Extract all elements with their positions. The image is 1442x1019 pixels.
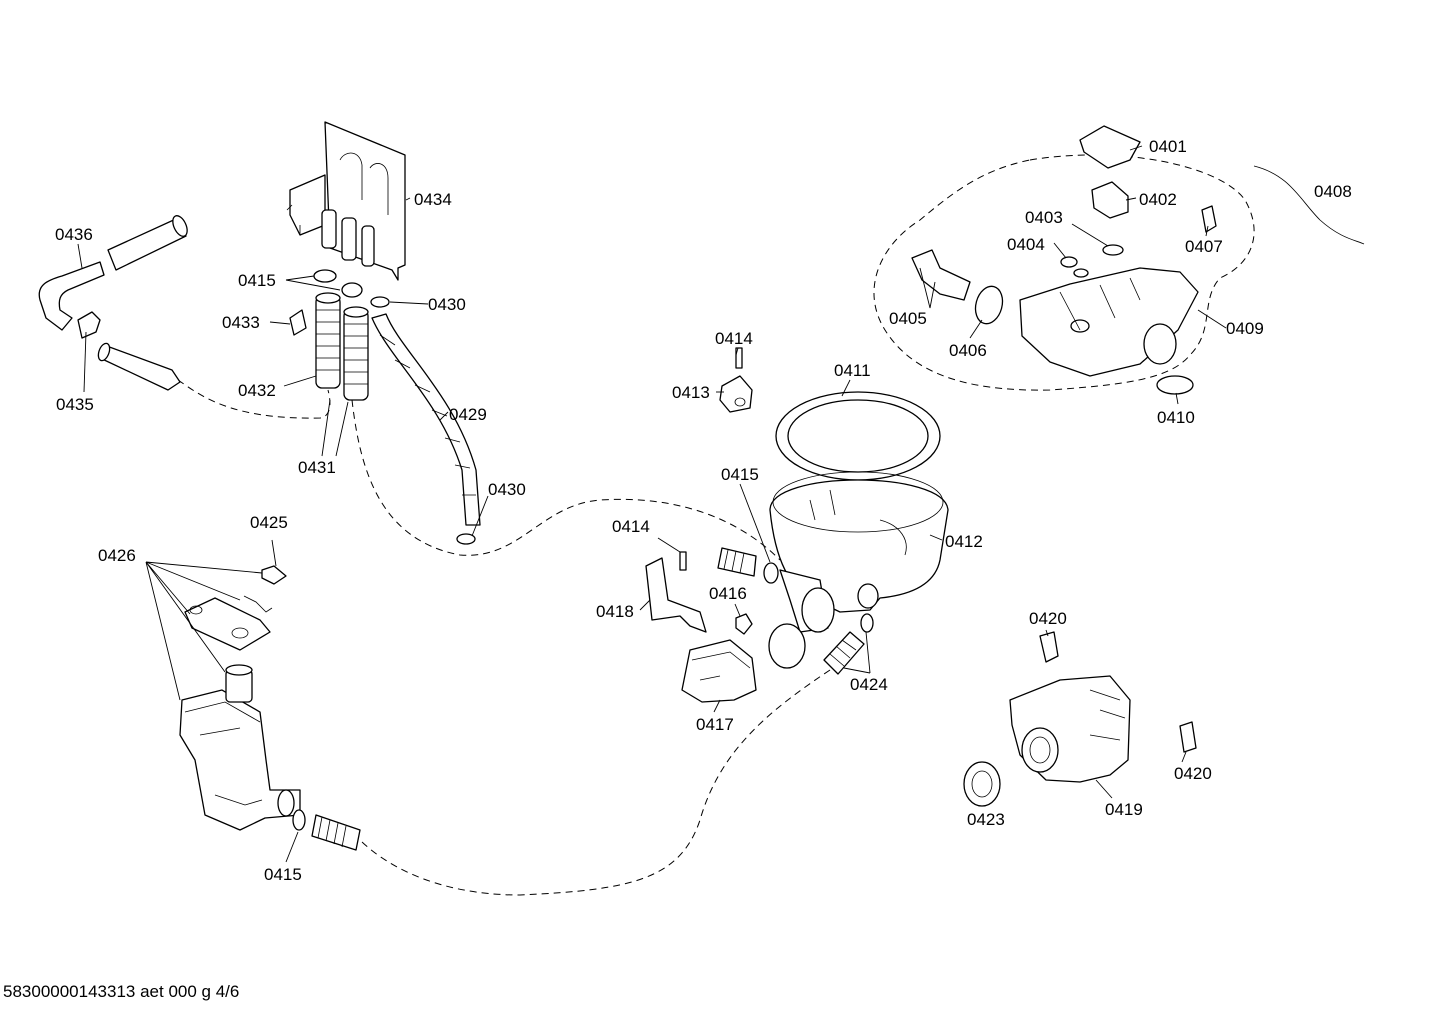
label-0425: 0425 xyxy=(250,513,288,532)
part-0417-sensor xyxy=(681,639,757,703)
label-0403: 0403 xyxy=(1025,208,1063,227)
label-0426: 0426 xyxy=(98,546,136,565)
label-0407: 0407 xyxy=(1185,237,1223,256)
label-0419: 0419 xyxy=(1105,800,1143,819)
part-drain-corrugated-hose xyxy=(311,814,361,851)
label-0418: 0418 xyxy=(596,602,634,621)
dashed-route-hose-0431 xyxy=(351,399,781,561)
part-0429-hose xyxy=(371,313,481,526)
leader-lines xyxy=(77,145,1227,863)
dashed-route-sump-to-drain xyxy=(359,669,831,896)
label-0410: 0410 xyxy=(1157,408,1195,427)
part-0430-clamps xyxy=(370,296,476,545)
label-0402: 0402 xyxy=(1139,190,1177,209)
label-0416: 0416 xyxy=(709,584,747,603)
part-0403-ring xyxy=(1102,244,1124,256)
part-0415-seal-rings-top xyxy=(313,269,363,298)
label-0401: 0401 xyxy=(1149,137,1187,156)
label-0434: 0434 xyxy=(414,190,452,209)
label-0405: 0405 xyxy=(889,309,927,328)
label-0436: 0436 xyxy=(55,225,93,244)
part-0408-wire xyxy=(1253,165,1365,245)
label-0415-sump: 0415 xyxy=(721,465,759,484)
part-0424-inlet xyxy=(768,613,874,675)
part-0414-screw-mid xyxy=(679,551,687,571)
part-0413-bracket xyxy=(719,375,753,413)
label-0431: 0431 xyxy=(298,458,336,477)
label-0404: 0404 xyxy=(1007,235,1045,254)
part-0431-hose xyxy=(343,306,369,401)
part-0415-sump-inlet xyxy=(717,547,779,584)
part-0434-housing xyxy=(286,121,406,281)
label-0414-mid: 0414 xyxy=(612,517,650,536)
part-0411-sump-seal xyxy=(775,391,941,481)
label-0430-bottom: 0430 xyxy=(488,480,526,499)
label-0409: 0409 xyxy=(1226,319,1264,338)
part-0436-hose-straight xyxy=(97,342,181,391)
label-0420-top: 0420 xyxy=(1029,609,1067,628)
part-0423-seal xyxy=(963,761,1001,807)
part-0415-drain-ring xyxy=(292,809,306,831)
label-0433: 0433 xyxy=(222,313,260,332)
part-0402-sensor xyxy=(1091,181,1129,219)
part-0401-cover xyxy=(1079,125,1141,169)
part-0412-sump xyxy=(769,471,949,633)
label-0406: 0406 xyxy=(949,341,987,360)
part-labels: 0401 0402 0403 0404 0405 0406 0407 0408 … xyxy=(55,137,1352,884)
part-0404-ring xyxy=(1060,256,1089,278)
part-0418-bracket xyxy=(645,557,707,633)
label-0415-bottom: 0415 xyxy=(264,865,302,884)
label-0423: 0423 xyxy=(967,810,1005,829)
part-0409-heater-housing xyxy=(1019,267,1199,377)
label-0414-top: 0414 xyxy=(715,329,753,348)
part-0414-screw-top xyxy=(735,347,743,369)
label-0429: 0429 xyxy=(449,405,487,424)
label-0411: 0411 xyxy=(834,361,871,380)
label-0408: 0408 xyxy=(1314,182,1352,201)
part-0420-clip-top xyxy=(1039,631,1059,663)
label-0430-top: 0430 xyxy=(428,295,466,314)
label-0424: 0424 xyxy=(850,675,888,694)
label-0432: 0432 xyxy=(238,381,276,400)
label-0415-top: 0415 xyxy=(238,271,276,290)
label-0413: 0413 xyxy=(672,383,710,402)
part-0436-hose-elbow xyxy=(38,215,188,331)
label-0412: 0412 xyxy=(945,532,983,551)
dashed-route-hose-0436 xyxy=(177,379,331,419)
part-0432-hose xyxy=(315,292,341,389)
label-0435: 0435 xyxy=(56,395,94,414)
document-code: 58300000143313 aet 000 g 4/6 xyxy=(3,982,239,1001)
part-0406-ring xyxy=(974,285,1004,325)
part-0407-clip xyxy=(1201,205,1217,233)
part-0426-drain-pump-assembly xyxy=(179,565,301,831)
part-0426-leader-lines xyxy=(145,539,277,701)
part-0435-clip xyxy=(77,311,101,339)
label-0417: 0417 xyxy=(696,715,734,734)
part-0416-clip xyxy=(735,613,753,635)
part-0410-clamp xyxy=(1156,375,1194,395)
part-0419-circulation-pump xyxy=(1009,675,1131,783)
part-0433-clip xyxy=(289,309,307,336)
part-0405-thermostat xyxy=(911,249,971,301)
label-0420-right: 0420 xyxy=(1174,764,1212,783)
part-0420-clip-right xyxy=(1179,721,1197,753)
dashed-outline-heater-group xyxy=(873,154,1255,391)
